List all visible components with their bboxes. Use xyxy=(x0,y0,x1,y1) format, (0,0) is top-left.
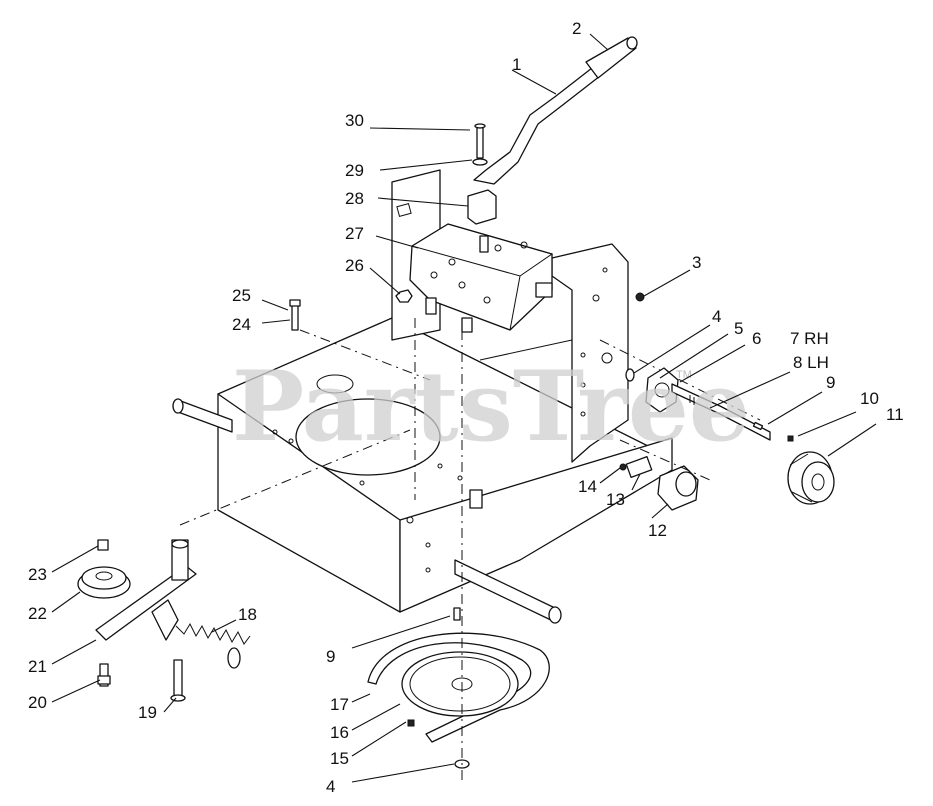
callout-24: 24 xyxy=(232,315,251,334)
bolt-30 xyxy=(476,125,484,159)
deck-holes xyxy=(272,429,463,573)
callout-15: 15 xyxy=(330,749,349,768)
pivot-block-28 xyxy=(467,189,497,225)
callout-9: 9 xyxy=(826,373,835,392)
nut-26 xyxy=(395,289,413,303)
deck-cutout xyxy=(295,398,441,476)
control-lever xyxy=(473,36,638,185)
gearbox-assembly xyxy=(391,123,554,341)
callout-4-lower: 4 xyxy=(326,777,335,796)
axle-shaft xyxy=(671,383,771,441)
ring-4 xyxy=(625,368,635,382)
lower-shaft-stub xyxy=(461,317,473,333)
callout-9-lower: 9 xyxy=(326,647,335,666)
callout-4: 4 xyxy=(712,307,721,326)
collar-13 xyxy=(625,456,653,478)
callout-29: 29 xyxy=(345,161,364,180)
callout-1: 1 xyxy=(512,55,521,74)
callout-21: 21 xyxy=(28,657,47,676)
lever-arm xyxy=(473,67,601,185)
rear-vertical-plate xyxy=(551,243,629,463)
bolt-24-25 xyxy=(289,299,301,331)
callout-10: 10 xyxy=(860,389,879,408)
callout-6: 6 xyxy=(752,329,761,348)
washer-29 xyxy=(472,158,488,166)
callout-30: 30 xyxy=(345,111,364,130)
callout-23: 23 xyxy=(28,565,47,584)
setscrew-15 xyxy=(407,719,415,727)
shoulder-bolt-19 xyxy=(170,659,186,702)
callout-labels: 1 2 3 4 4 5 6 7 RH 8 LH 9 9 10 11 12 13 … xyxy=(28,19,904,796)
bearing-flange xyxy=(645,367,679,413)
belt-17 xyxy=(367,632,550,743)
spring-bracket xyxy=(151,599,179,641)
leader-lines xyxy=(51,33,877,783)
pulley-11 xyxy=(787,451,835,505)
shaft-assembly xyxy=(599,292,835,511)
watermark-text: PartsTree xyxy=(232,350,750,463)
callout-8-lh: 8 LH xyxy=(793,353,829,372)
callout-3: 3 xyxy=(692,253,701,272)
callout-28: 28 xyxy=(345,189,364,208)
pivot-post xyxy=(469,489,483,509)
watermark: PartsTree TM xyxy=(232,350,750,463)
centerlines xyxy=(179,318,463,780)
callout-22: 22 xyxy=(28,604,47,623)
callout-11: 11 xyxy=(886,405,904,424)
input-shaft xyxy=(479,235,489,253)
setscrew-10 xyxy=(787,435,794,442)
deck-hole xyxy=(316,374,354,394)
drive-belt-assembly xyxy=(367,607,550,769)
callout-5: 5 xyxy=(734,319,743,338)
front-axle-tube xyxy=(172,398,562,624)
hub-12 xyxy=(657,465,699,511)
callout-16: 16 xyxy=(330,723,349,742)
callout-18: 18 xyxy=(238,605,257,624)
setscrew-14 xyxy=(619,463,627,471)
callout-26: 26 xyxy=(345,256,364,275)
gearbox-foot xyxy=(425,297,437,315)
nut-3 xyxy=(635,292,645,302)
callout-7-rh: 7 RH xyxy=(790,329,829,348)
callout-20: 20 xyxy=(28,693,47,712)
callout-17: 17 xyxy=(330,695,349,714)
callout-19: 19 xyxy=(138,703,157,722)
bolt-20 xyxy=(99,663,109,687)
key-9-lower xyxy=(453,607,461,621)
callout-27: 27 xyxy=(345,224,364,243)
callout-14: 14 xyxy=(578,477,597,496)
callout-12: 12 xyxy=(648,521,667,540)
callout-13: 13 xyxy=(606,490,625,509)
lever-grip xyxy=(585,37,637,79)
callout-2: 2 xyxy=(572,19,581,38)
callout-25: 25 xyxy=(232,286,251,305)
spring-18 xyxy=(175,622,251,669)
output-shaft-stub xyxy=(535,282,553,298)
chassis-frame xyxy=(172,243,673,624)
key-9 xyxy=(752,421,764,431)
nut-23 xyxy=(97,539,109,551)
pulley-16 xyxy=(401,651,519,717)
idler-arm-assembly xyxy=(77,539,251,702)
idler-arm-21 xyxy=(95,565,197,641)
idler-pulley-22 xyxy=(77,566,131,599)
